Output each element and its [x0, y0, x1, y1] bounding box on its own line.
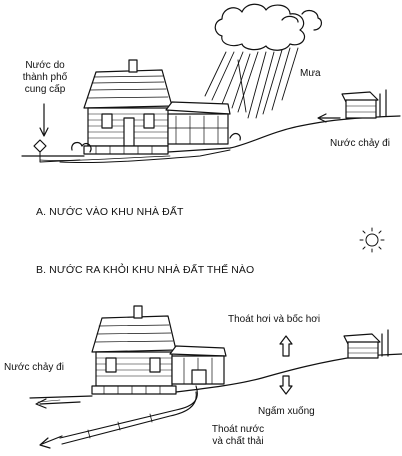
house-icon	[71, 59, 241, 155]
runoff-label-a: Nước chảy đi	[330, 138, 390, 149]
rain-icon	[204, 47, 299, 119]
caption-b: B. NƯỚC RA KHỎI KHU NHÀ ĐẤT THẾ NÀO	[36, 264, 255, 276]
sun-icon	[359, 227, 385, 253]
drainage-label: Thoát nước và chất thải	[202, 424, 274, 448]
drainage-line1: Thoát nước	[211, 424, 265, 435]
city-water-line1: Nước do	[25, 60, 65, 71]
evaporation-label: Thoát hơi và bốc hơi	[228, 314, 321, 325]
infiltration-label: Ngấm xuống	[258, 406, 315, 417]
shed-icon	[341, 89, 387, 119]
shed-icon	[343, 329, 389, 359]
caption-a: A. NƯỚC VÀO KHU NHÀ ĐẤT	[36, 206, 184, 218]
city-water-label: Nước do thành phố cung cấp	[14, 60, 76, 96]
drainage-line2: và chất thải	[212, 436, 264, 447]
city-water-line3: cung cấp	[24, 84, 66, 95]
rain-label: Mưa	[300, 68, 321, 79]
city-water-line2: thành phố	[22, 72, 68, 83]
arrow-up-icon	[279, 335, 293, 357]
cloud-icon	[214, 3, 323, 51]
arrow-down-icon	[279, 375, 293, 395]
runoff-label-b: Nước chảy đi	[4, 362, 64, 373]
house-icon	[91, 305, 227, 395]
